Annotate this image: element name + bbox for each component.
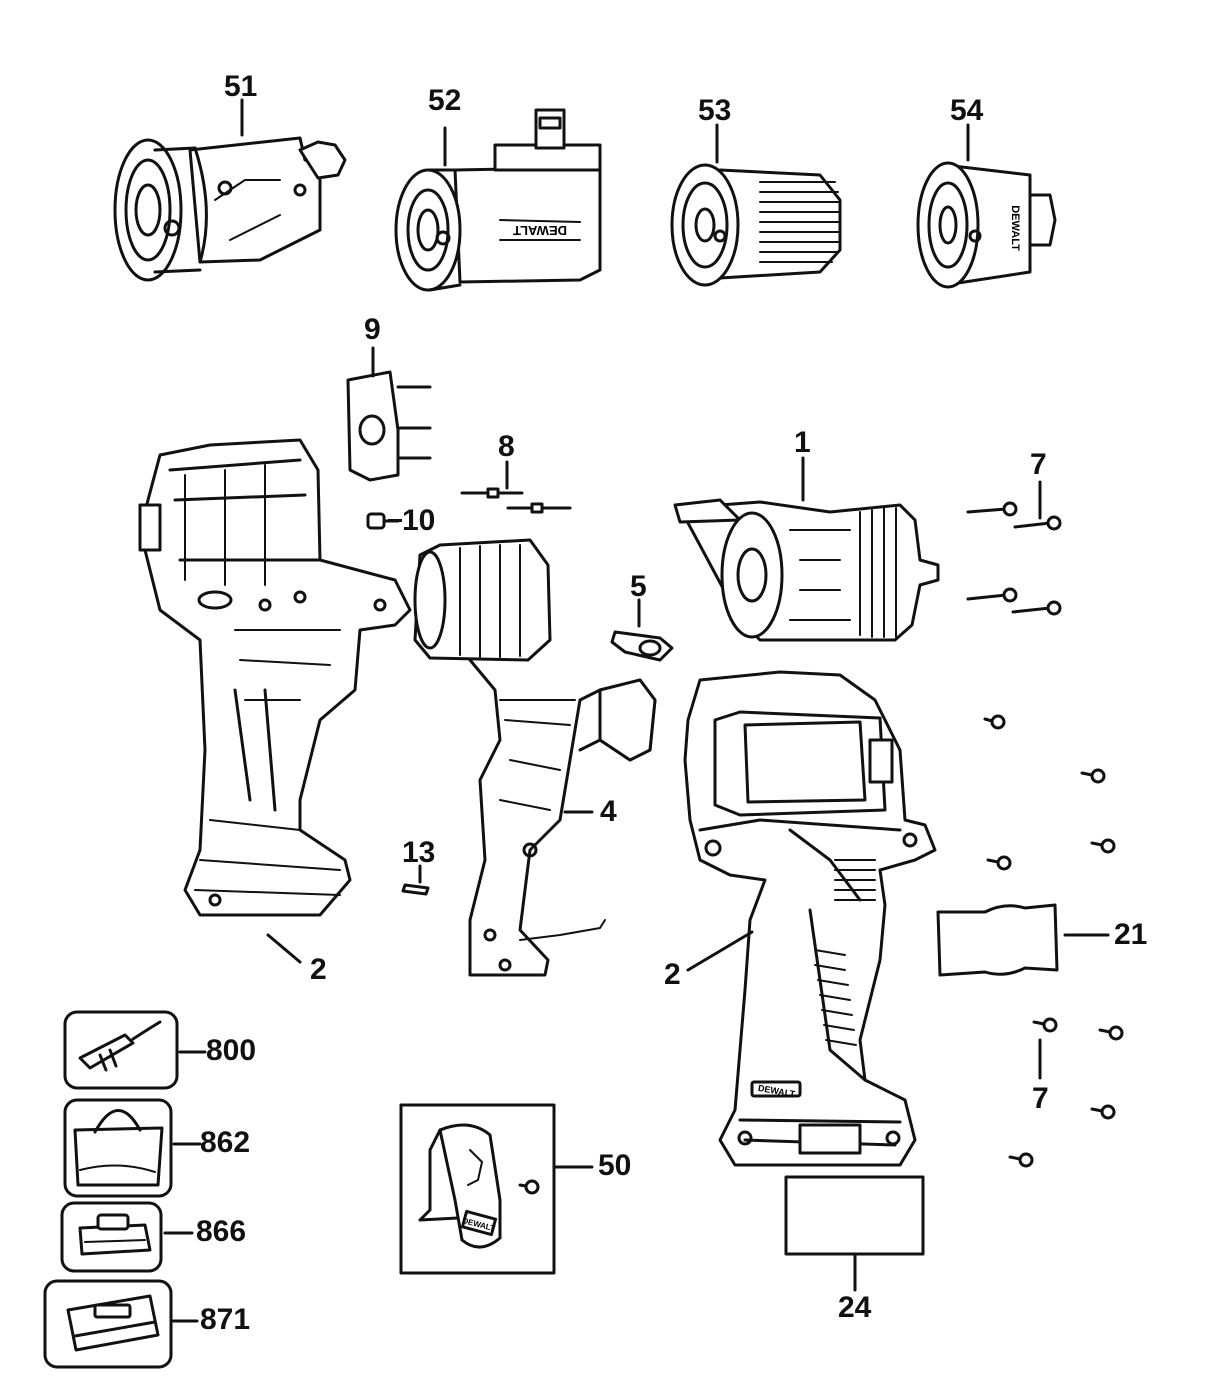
part-862-bag xyxy=(63,1098,173,1198)
callout-9: 9 xyxy=(364,313,381,346)
callout-53: 53 xyxy=(698,94,732,127)
callout-2-right: 2 xyxy=(664,958,681,991)
leader-2-right xyxy=(686,930,754,972)
grip-texture xyxy=(814,859,876,1046)
callout-10: 10 xyxy=(402,504,436,537)
part-51-attachment xyxy=(113,136,347,282)
part-10-nub xyxy=(366,512,386,530)
part-53-chuck xyxy=(670,163,842,287)
callout-8: 8 xyxy=(498,430,515,463)
brand-mark-54: DEWALT xyxy=(1009,205,1021,251)
callout-866: 866 xyxy=(196,1215,247,1248)
part-1-transmission xyxy=(673,498,940,642)
part-871-charger xyxy=(43,1279,173,1369)
part-52-right-angle-head xyxy=(394,108,602,292)
callout-7-lower: 7 xyxy=(1032,1082,1049,1115)
transmission-ribs xyxy=(859,507,897,638)
part-2-right-housing xyxy=(683,670,937,1167)
callout-5: 5 xyxy=(630,570,647,603)
callout-10-dash xyxy=(388,519,402,522)
part-9-plate xyxy=(346,370,432,482)
part-8-pins xyxy=(460,487,572,514)
callout-862: 862 xyxy=(200,1126,251,1159)
callout-24: 24 xyxy=(838,1291,872,1324)
part-2-left-housing xyxy=(138,438,412,917)
callout-13: 13 xyxy=(402,836,436,869)
callout-2-left: 2 xyxy=(310,953,327,986)
callout-4: 4 xyxy=(600,795,617,828)
callout-871: 871 xyxy=(200,1303,251,1336)
part-800-cord xyxy=(63,1010,179,1090)
motor-winding-lines xyxy=(459,544,521,658)
leader-2-left xyxy=(266,933,302,964)
callout-52: 52 xyxy=(428,84,462,117)
part-54-offset xyxy=(916,161,1057,289)
callout-50: 50 xyxy=(598,1149,632,1182)
part-866-battery xyxy=(60,1201,163,1273)
callout-51: 51 xyxy=(224,70,258,103)
callout-7-upper: 7 xyxy=(1030,448,1047,481)
screws-right-column xyxy=(983,714,1124,1168)
part-5-clip xyxy=(610,630,674,662)
part-4-motor-switch-assembly xyxy=(413,538,657,977)
callout-1: 1 xyxy=(794,426,811,459)
callout-21: 21 xyxy=(1114,918,1148,951)
part-21-label xyxy=(936,903,1059,977)
callout-54: 54 xyxy=(950,94,984,127)
part-24-nameplate xyxy=(784,1175,925,1256)
brand-mark-52: DEWALT xyxy=(513,223,567,238)
part-13-pin xyxy=(401,883,430,896)
screws-7-upper xyxy=(966,501,1062,616)
part-50-belt-clip xyxy=(399,1103,556,1275)
chuck-grip-lines xyxy=(759,181,841,263)
callout-800: 800 xyxy=(206,1034,257,1067)
